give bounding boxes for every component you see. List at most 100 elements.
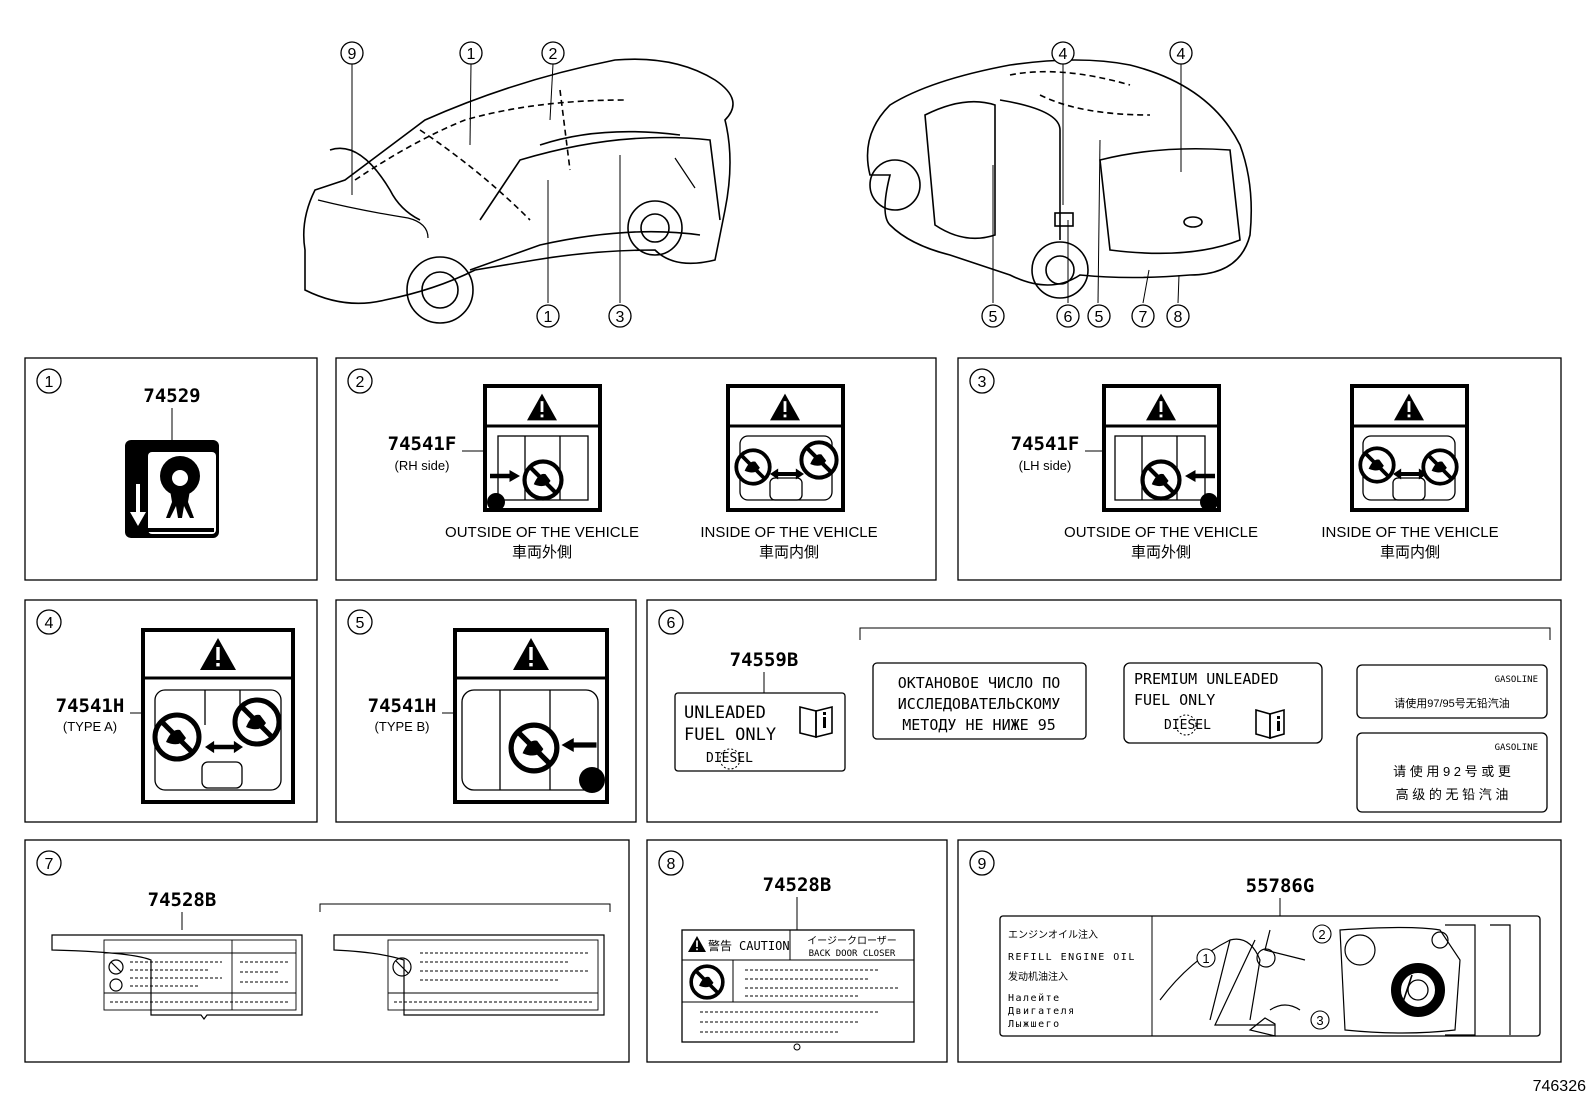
panel-6: 74559B UNLEADED FUEL ONLY DIESEL ОКТАНОВ… xyxy=(674,627,1551,813)
panel-1: 74529 xyxy=(125,385,219,538)
svg-text:ОКТАНОВОЕ ЧИСЛО ПО: ОКТАНОВОЕ ЧИСЛО ПО xyxy=(898,674,1061,692)
p9-callouts: 1 2 3 xyxy=(1196,924,1332,1030)
svg-text:1: 1 xyxy=(1202,951,1209,966)
svg-text:7: 7 xyxy=(1139,309,1148,326)
svg-text:2: 2 xyxy=(356,374,365,391)
part-number-74541F-rh: 74541F xyxy=(388,433,457,455)
van-front-leaders xyxy=(351,63,621,303)
panel-frames xyxy=(24,357,1562,1063)
no-hand-icon xyxy=(689,964,725,1000)
svg-text:发动机油注入: 发动机油注入 xyxy=(1008,970,1068,983)
panel-7: 74528B xyxy=(51,889,611,1020)
svg-text:3: 3 xyxy=(616,309,625,326)
svg-text:FUEL ONLY: FUEL ONLY xyxy=(684,725,776,745)
panel-7-number: 7 xyxy=(36,850,62,876)
engine-oil-label: エンジンオイル注入 REFILL ENGINE OIL 发动机油注入 Налей… xyxy=(999,915,1541,1037)
svg-text:GASOLINE: GASOLINE xyxy=(1495,675,1538,685)
svg-text:OUTSIDE OF THE VEHICLE: OUTSIDE OF THE VEHICLE xyxy=(1064,524,1258,541)
type-a-note: (TYPE A) xyxy=(63,719,117,734)
svg-text:3: 3 xyxy=(1316,1013,1323,1028)
svg-text:ИССЛЕДОВАТЕЛЬСКОМУ: ИССЛЕДОВАТЕЛЬСКОМУ xyxy=(898,695,1061,713)
svg-text:PREMIUM UNLEADED: PREMIUM UNLEADED xyxy=(1134,670,1279,688)
svg-text:1: 1 xyxy=(45,374,54,391)
fuel-label-unleaded: UNLEADED FUEL ONLY DIESEL xyxy=(674,692,846,772)
svg-text:Двигателя: Двигателя xyxy=(1008,1006,1076,1017)
svg-text:4: 4 xyxy=(1177,46,1186,63)
svg-text:3: 3 xyxy=(978,374,987,391)
svg-text:1: 1 xyxy=(544,309,553,326)
callout-rear-4b: 4 xyxy=(1169,41,1193,65)
svg-text:エンジンオイル注入: エンジンオイル注入 xyxy=(1008,928,1098,941)
no-hand-icon xyxy=(799,440,839,480)
overview-callouts: 9 1 2 1 3 4 4 5 6 5 7 8 xyxy=(340,41,1193,328)
svg-text:7: 7 xyxy=(45,856,54,873)
svg-text:9: 9 xyxy=(348,46,357,63)
svg-text:8: 8 xyxy=(1174,309,1183,326)
part-number-74541F-lh: 74541F xyxy=(1011,433,1080,455)
svg-text:9: 9 xyxy=(978,856,987,873)
callout-front-2: 2 xyxy=(541,41,565,65)
svg-text:4: 4 xyxy=(45,615,54,632)
panel-4: 74541H (TYPE A) xyxy=(56,628,295,804)
svg-text:请使用97/95号无铅汽油: 请使用97/95号无铅汽油 xyxy=(1394,696,1510,710)
diagram-id: 746326 xyxy=(1533,1078,1586,1095)
panel-number-callouts: 1 2 3 4 5 6 7 8 9 xyxy=(36,368,995,876)
part-number-74541H-b: 74541H xyxy=(368,695,437,717)
panel-1-number: 1 xyxy=(36,368,62,394)
van-rear-view xyxy=(866,59,1252,299)
part-number-74528B-8: 74528B xyxy=(763,874,832,896)
callout-front-3: 3 xyxy=(608,304,632,328)
callout-front-9: 9 xyxy=(340,41,364,65)
no-hand-icon xyxy=(1358,446,1396,484)
lh-side-note: (LH side) xyxy=(1019,458,1072,473)
no-hand-icon xyxy=(235,700,279,744)
svg-text:8: 8 xyxy=(667,856,676,873)
svg-text:車両外側: 車両外側 xyxy=(512,544,572,561)
svg-text:请 使 用 9 2 号 或 更: 请 使 用 9 2 号 或 更 xyxy=(1393,764,1511,779)
svg-text:INSIDE OF THE VEHICLE: INSIDE OF THE VEHICLE xyxy=(700,524,877,541)
svg-text:4: 4 xyxy=(1059,46,1068,63)
panel-3-number: 3 xyxy=(969,368,995,394)
panel-8: 74528B 警告 CAUTION イージークローザー BACK DOOR CL… xyxy=(681,874,915,1051)
svg-text:車両内側: 車両内側 xyxy=(759,544,819,561)
svg-text:OUTSIDE OF THE VEHICLE: OUTSIDE OF THE VEHICLE xyxy=(445,524,639,541)
svg-text:車両内側: 車両内側 xyxy=(1380,544,1440,561)
back-door-label-left xyxy=(51,934,303,1020)
callout-front-1a: 1 xyxy=(459,41,483,65)
van-front-view xyxy=(302,58,734,324)
panel-3: 74541F (LH side) OUTSIDE OF THE VEHICLE … xyxy=(1011,384,1499,561)
child-lock-label-icon xyxy=(125,440,219,538)
svg-text:警告: 警告 xyxy=(708,938,732,953)
back-door-label-right xyxy=(333,934,605,1016)
svg-text:5: 5 xyxy=(356,615,365,632)
fuel-label-gasoline-97-95: GASOLINE 请使用97/95号无铅汽油 xyxy=(1356,664,1548,719)
outside-label-lh xyxy=(1102,384,1221,512)
svg-text:5: 5 xyxy=(989,309,998,326)
callout-rear-6: 6 xyxy=(1056,304,1080,328)
callout-rear-4a: 4 xyxy=(1051,41,1075,65)
part-number-74541H-a: 74541H xyxy=(56,695,125,717)
no-hand-icon xyxy=(1421,448,1459,486)
panel-9-number: 9 xyxy=(969,850,995,876)
svg-text:GASOLINE: GASOLINE xyxy=(1495,743,1538,753)
callout-rear-5a: 5 xyxy=(981,304,1005,328)
panel-5: 74541H (TYPE B) xyxy=(368,628,609,804)
svg-text:INSIDE OF THE VEHICLE: INSIDE OF THE VEHICLE xyxy=(1321,524,1498,541)
callout-rear-7: 7 xyxy=(1131,304,1155,328)
inside-label-rh xyxy=(726,384,845,512)
outside-label-rh xyxy=(483,384,602,512)
svg-text:6: 6 xyxy=(667,615,676,632)
svg-text:Налейте: Налейте xyxy=(1008,992,1061,1004)
callout-rear-5b: 5 xyxy=(1087,304,1111,328)
svg-text:Лыжшего: Лыжшего xyxy=(1008,1019,1061,1030)
engine-bay-sketch xyxy=(1159,924,1511,1037)
svg-text:2: 2 xyxy=(1318,927,1325,942)
callout-rear-8: 8 xyxy=(1166,304,1190,328)
back-door-closer-label: 警告 CAUTION イージークローザー BACK DOOR CLOSER xyxy=(681,929,915,1051)
manual-book-icon xyxy=(1255,708,1285,740)
part-number-74529: 74529 xyxy=(143,385,200,407)
callout-front-1b: 1 xyxy=(536,304,560,328)
fuel-label-russian: ОКТАНОВОЕ ЧИСЛО ПО ИССЛЕДОВАТЕЛЬСКОМУ МЕ… xyxy=(872,662,1087,740)
no-hand-icon xyxy=(734,448,772,486)
